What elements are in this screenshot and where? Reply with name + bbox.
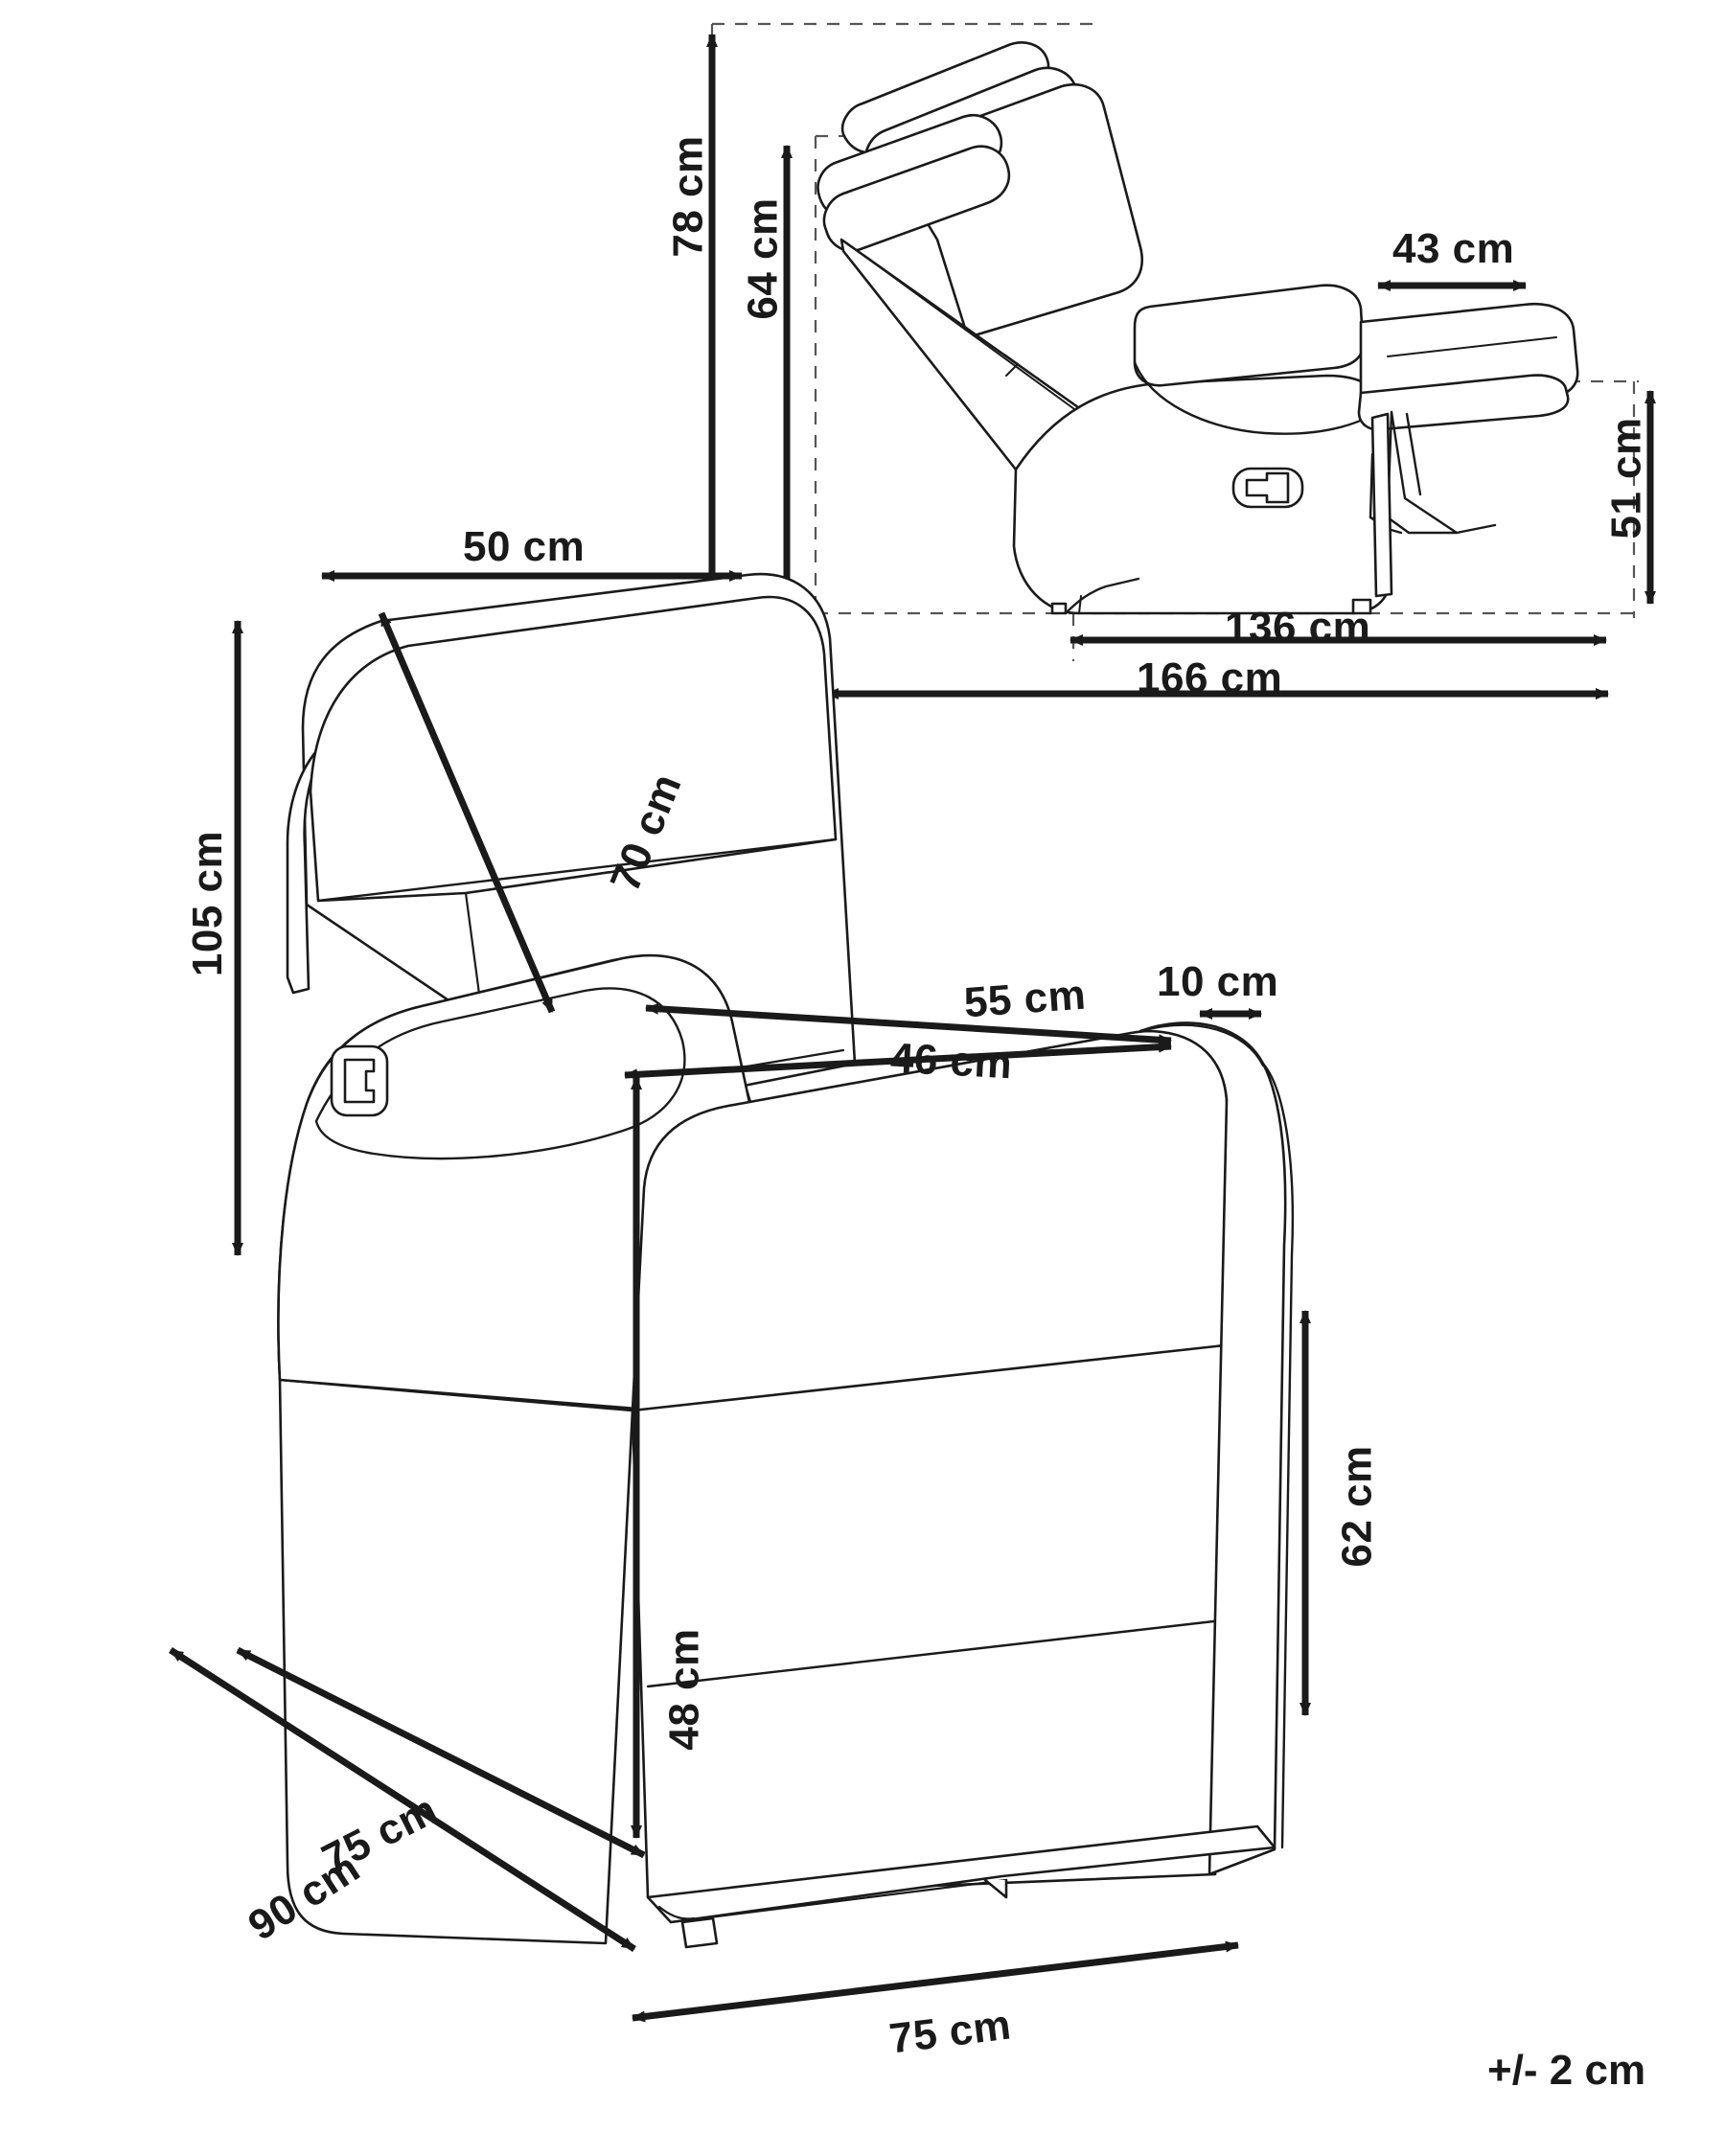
dim-label-64: 64 cm <box>739 197 787 320</box>
dim-label-48: 48 cm <box>660 1628 708 1751</box>
dim-label-55: 55 cm <box>962 971 1088 1027</box>
dim-label-136: 136 cm <box>1225 604 1371 651</box>
recliner-side-illustration <box>816 41 1579 615</box>
dim-label-50: 50 cm <box>463 523 586 570</box>
dim-label-62: 62 cm <box>1333 1445 1381 1568</box>
dim-label-43: 43 cm <box>1392 225 1515 272</box>
side-view-group <box>706 22 1656 700</box>
recliner-front-illustration <box>277 572 1295 1949</box>
dim-arrow-70 <box>378 611 556 1014</box>
dim-arrow-90 <box>169 1647 636 1952</box>
front-view-dimension-arrows <box>169 570 1311 2023</box>
dim-label-46: 46 cm <box>888 1034 1014 1089</box>
tolerance-note: +/- 2 cm <box>1487 2047 1646 2094</box>
dim-label-105: 105 cm <box>184 830 232 977</box>
recliner-handle-front-icon <box>330 1044 389 1117</box>
dim-label-10: 10 cm <box>1157 958 1279 1005</box>
front-view-group <box>169 570 1311 2023</box>
recliner-handle-icon <box>1231 467 1304 509</box>
dim-arrow-55 <box>645 1002 1172 1046</box>
dim-label-166: 166 cm <box>1137 654 1283 701</box>
dim-arrow-46 <box>624 1041 1172 1081</box>
dim-label-51: 51 cm <box>1602 417 1650 539</box>
dim-label-78: 78 cm <box>664 135 712 258</box>
side-view-dimension-arrows <box>706 34 1656 700</box>
dim-arrow-75-width <box>632 1940 1239 2023</box>
